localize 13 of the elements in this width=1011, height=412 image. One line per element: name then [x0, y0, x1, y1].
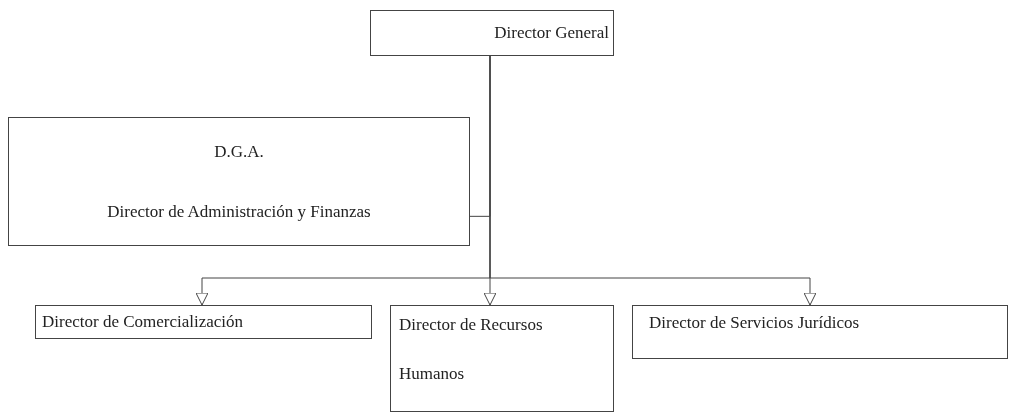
box-label: Director General	[494, 22, 609, 44]
title-box	[35, 305, 372, 339]
box-label: Director de Servicios Jurídicos	[649, 312, 860, 334]
connector-line	[469, 55, 491, 217]
box-label: Director de Recursos Humanos	[399, 314, 544, 386]
box-label: Director de Comercialización	[42, 311, 244, 333]
box-label: Director de Administración y Finanzas	[107, 200, 371, 222]
title-box	[632, 305, 1008, 359]
title-box	[370, 10, 614, 56]
title-box	[390, 305, 614, 412]
title-box	[8, 117, 470, 246]
box-heading: D.G.A.	[214, 141, 264, 163]
arrow	[489, 55, 817, 306]
